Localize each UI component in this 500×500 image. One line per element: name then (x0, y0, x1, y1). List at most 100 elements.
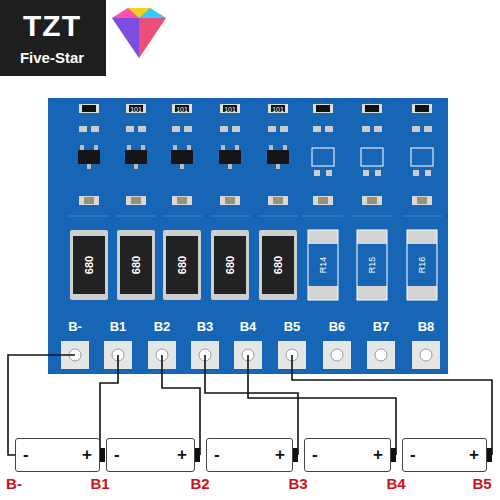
empty-footprint (361, 148, 383, 166)
ic-pin (80, 145, 84, 150)
smd-pad (325, 126, 333, 132)
ic-pin (173, 145, 177, 150)
smd-resistor (365, 105, 379, 112)
solder-pad (323, 341, 351, 369)
smd-resistor (313, 104, 333, 113)
smd-pad (280, 126, 288, 132)
smd-capacitor (268, 196, 288, 205)
resistor-pad (117, 230, 155, 300)
resistor-pad (407, 286, 437, 300)
polarity-mark: - (214, 445, 220, 465)
smd-resistor (362, 104, 382, 113)
empty-footprint (357, 230, 387, 300)
resistor-pad (163, 230, 201, 300)
smd-pad (314, 170, 320, 176)
smd-resistor (172, 104, 192, 113)
polarity-mark: - (312, 445, 318, 465)
resistor-symbol (214, 236, 246, 294)
empty-footprint (312, 148, 334, 166)
smd-pad (232, 126, 240, 132)
smd-capacitor (412, 196, 432, 205)
smd-pad (362, 126, 370, 132)
smd-capacitor (84, 197, 94, 204)
resistor-symbol (262, 236, 294, 294)
resistor-value: 680 (131, 256, 142, 274)
battery-cell: -+ (206, 438, 293, 472)
smd-resistor (126, 104, 146, 113)
smd-pad (313, 126, 321, 132)
pcb (48, 98, 448, 374)
ic-pin (235, 145, 239, 150)
polarity-mark: + (469, 445, 479, 465)
pcb-components (61, 104, 442, 369)
smd-resistor (316, 105, 330, 112)
ic-chip (171, 150, 193, 164)
smd-pad (138, 126, 146, 132)
smd-resistor (271, 105, 285, 112)
smd-pad (126, 126, 134, 132)
part-name: R15 (368, 257, 377, 274)
smd-pad (184, 126, 192, 132)
resistor-value: 680 (177, 256, 188, 274)
resistor-value: 680 (225, 256, 236, 274)
battery-terminal (487, 448, 492, 462)
ic-pin (87, 164, 91, 169)
resistor-symbol (166, 236, 198, 294)
pin-name: B4 (240, 320, 257, 333)
ic-pin (221, 145, 225, 150)
smd-capacitor (177, 197, 187, 204)
battery-terminal (293, 448, 298, 462)
smd-resistor (412, 104, 432, 113)
polarity-mark: - (410, 445, 416, 465)
smd-pad (79, 126, 87, 132)
silkscreen (69, 216, 109, 217)
pad-hole (331, 349, 343, 361)
smd-capacitor (367, 197, 377, 204)
pin-name: B6 (329, 320, 346, 333)
empty-footprint (308, 230, 338, 300)
terminal-label: B3 (288, 476, 307, 491)
pin-name: B3 (197, 320, 214, 333)
smd-pad (412, 126, 420, 132)
silkscreen (210, 216, 250, 217)
smd-capacitor (273, 197, 283, 204)
polarity-mark: + (177, 445, 187, 465)
resistor-symbol (73, 236, 105, 294)
pad-hole (420, 349, 432, 361)
terminal-label: B5 (472, 476, 491, 491)
pin-name: B- (68, 320, 82, 333)
part-name: R16 (418, 257, 427, 274)
resistor-pad (308, 286, 338, 300)
battery-terminal (391, 448, 396, 462)
ic-pin (134, 164, 138, 169)
smd-pad (172, 126, 180, 132)
ic-pin (180, 164, 184, 169)
logo-diamond (112, 8, 166, 58)
chip-marking: 101 (272, 106, 284, 113)
empty-footprint (407, 230, 437, 300)
pin-name: B1 (110, 320, 127, 333)
smd-pad (220, 126, 228, 132)
terminal-label: B- (6, 476, 22, 491)
pin-name: B8 (418, 320, 435, 333)
ic-pin (228, 164, 232, 169)
pin-name: B5 (284, 320, 301, 333)
battery-cell: -+ (304, 438, 391, 472)
battery-cell: -+ (402, 438, 487, 472)
solder-pad (412, 341, 440, 369)
terminal-label: B1 (90, 476, 109, 491)
ic-pin (283, 145, 287, 150)
ic-pin (276, 164, 280, 169)
chip-marking: 101 (224, 106, 236, 113)
logo-box (0, 0, 106, 76)
smd-resistor (415, 105, 429, 112)
polarity-mark: - (114, 445, 120, 465)
ic-pin (94, 145, 98, 150)
smd-capacitor (172, 196, 192, 205)
smd-capacitor (313, 196, 333, 205)
polarity-mark: + (275, 445, 285, 465)
resistor-pad (308, 230, 338, 244)
silkscreen (303, 216, 343, 217)
smd-resistor (82, 105, 96, 112)
